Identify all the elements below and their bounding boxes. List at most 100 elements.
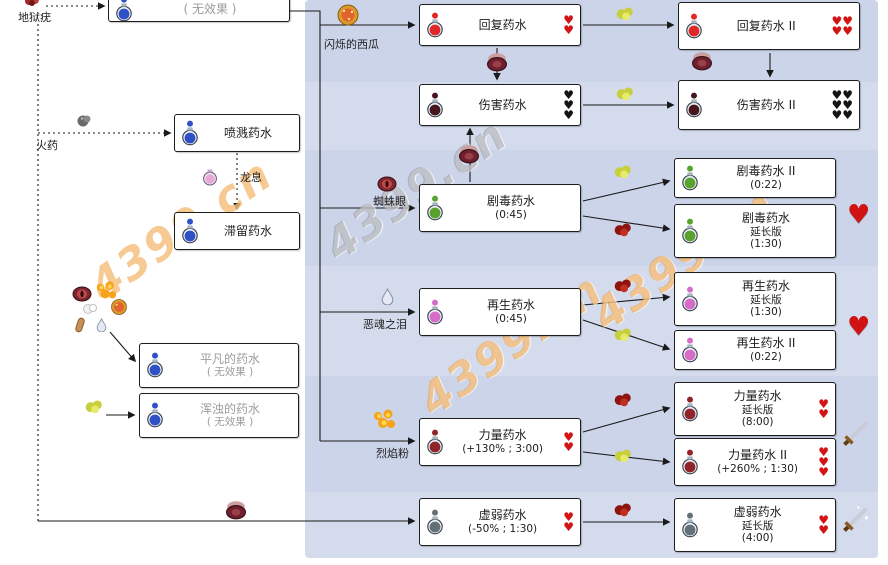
potion-box-strength: 力量药水(+130% ; 3:00) ♥♥ (419, 418, 581, 466)
spider-eye-icon (377, 176, 397, 192)
potion-bottle-icon (682, 449, 698, 474)
nether-wart-icon (25, 0, 39, 6)
redstone-dust-icon (614, 393, 631, 407)
potion-label: 虚弱药水(-50% ; 1:30) (468, 508, 538, 535)
potion-box-strength-2: 力量药水 II(+260% ; 1:30) ♥♥♥ (674, 438, 836, 486)
potion-box-awkward: ( 无效果 ) (108, 0, 290, 22)
potion-bottle-icon (427, 429, 443, 454)
effect-hearts: ♥♥ (818, 513, 829, 537)
glowstone-dust-icon (614, 165, 631, 179)
potion-label: 伤害药水 II (736, 97, 796, 112)
potion-label: 力量药水(+130% ; 3:00) (462, 428, 544, 455)
ingredient-label-dragon-breath: 龙息 (240, 171, 262, 184)
effect-hearts: ♥♥ (563, 430, 574, 454)
potion-bottle-icon (147, 402, 163, 428)
potion-bottle-icon (182, 120, 198, 145)
potion-bottle-icon (682, 286, 698, 311)
health-heart-icon: ♥ (847, 312, 871, 342)
potion-bottle-icon (116, 0, 132, 21)
potion-box-healing: 回复药水 ♥♥ (419, 4, 581, 46)
glistering-melon-icon (111, 299, 127, 315)
potion-box-harming: 伤害药水 ♥♥♥ (419, 84, 581, 126)
effect-hearts: ♥♥♥♥ (831, 14, 853, 38)
potion-bottle-icon (427, 299, 443, 324)
glowstone-dust-icon (614, 328, 631, 342)
potion-box-regeneration-2: 再生药水 II(0:22) (674, 330, 836, 370)
glistering-melon-icon (337, 4, 359, 26)
glowstone-dust-icon (614, 449, 631, 463)
glowstone-dust-icon (616, 7, 633, 21)
potion-bottle-icon (427, 92, 443, 117)
potion-box-healing-2: 回复药水 II ♥♥♥♥ (678, 2, 860, 50)
potion-label: 滞留药水 (223, 223, 272, 238)
potion-box-harming-2: 伤害药水 II ♥♥♥♥♥♥ (678, 80, 860, 130)
effect-hearts: ♥♥♥ (563, 88, 574, 122)
redstone-dust-icon (614, 223, 631, 237)
potion-box-weakness: 虚弱药水(-50% ; 1:30) ♥♥ (419, 498, 581, 546)
health-heart-icon: ♥ (847, 200, 871, 230)
potion-label: 浑浊的药水( 无效果 ) (199, 401, 260, 429)
potion-label: 喷溅药水 (223, 125, 272, 140)
potion-bottle-icon (686, 92, 702, 117)
potion-box-lingering: 滞留药水 (174, 212, 300, 250)
gunpowder-icon (77, 115, 91, 127)
potion-bottle-icon (427, 195, 443, 220)
sugar-icon (83, 304, 97, 314)
potion-label: 再生药水延长版(1:30) (741, 278, 790, 319)
potion-box-regeneration-extended: 再生药水延长版(1:30) (674, 272, 836, 326)
potion-label: 力量药水 II(+260% ; 1:30) (717, 448, 799, 475)
rabbit-foot-icon (75, 317, 85, 333)
potion-label: 力量药水延长版(8:00) (733, 388, 782, 429)
ingredient-label-blaze-powder: 烈焰粉 (376, 447, 409, 460)
potion-bottle-icon (682, 337, 698, 362)
potion-box-poison: 剧毒药水(0:45) (419, 184, 581, 232)
dragon-breath-icon (203, 169, 217, 186)
ingredient-label-ghast-tear: 恶魂之泪 (363, 318, 407, 331)
ingredient-label-glistering-melon: 闪烁的西瓜 (324, 38, 379, 51)
potion-bottle-icon (682, 396, 698, 421)
potion-bottle-icon (682, 218, 698, 243)
potion-bottle-icon (682, 512, 698, 537)
glowstone-dust-icon (85, 400, 102, 414)
potion-label: 再生药水(0:45) (486, 298, 535, 325)
spider-eye-icon (72, 286, 92, 302)
ghast-tear-icon (96, 318, 107, 332)
potion-label: 虚弱药水延长版(4:00) (733, 504, 782, 545)
effect-hearts: ♥♥ (563, 13, 574, 37)
ingredient-label-spider-eye: 蜘蛛眼 (373, 195, 406, 208)
potion-bottle-icon (427, 12, 443, 37)
potion-label: 再生药水 II(0:22) (736, 336, 796, 363)
ingredient-label-gunpowder: 火药 (36, 139, 58, 152)
potion-box-thick: 浑浊的药水( 无效果 ) (139, 393, 299, 438)
potion-bottle-icon (147, 352, 163, 378)
effect-hearts: ♥♥♥ (818, 445, 829, 479)
potion-label: 剧毒药水(0:45) (486, 194, 535, 221)
blaze-powder-icon (96, 281, 117, 299)
potion-bottle-icon (682, 165, 698, 190)
effect-hearts: ♥♥♥♥♥♥ (831, 88, 853, 122)
potion-bottle-icon (182, 218, 198, 243)
glowstone-dust-icon (616, 87, 633, 101)
potion-box-strength-extended: 力量药水延长版(8:00) ♥♥ (674, 382, 836, 436)
redstone-dust-icon (614, 503, 631, 517)
fermented-spider-eye-icon (486, 53, 508, 72)
fermented-spider-eye-icon (691, 52, 713, 71)
potion-bottle-icon (427, 509, 443, 534)
ingredient-label-nether-wart: 地狱疣 (18, 11, 51, 24)
effect-hearts: ♥♥ (818, 397, 829, 421)
potion-label: 回复药水 (478, 17, 527, 32)
potion-box-regeneration: 再生药水(0:45) (419, 288, 581, 336)
redstone-dust-icon (614, 279, 631, 293)
attack-sword-icon (843, 506, 869, 532)
potion-label: ( 无效果 ) (183, 1, 237, 16)
potion-label: 回复药水 II (736, 18, 796, 33)
potion-label: 伤害药水 (478, 97, 527, 112)
effect-hearts: ♥♥ (563, 510, 574, 534)
ghast-tear-icon (381, 288, 394, 305)
fermented-spider-eye-icon (225, 501, 247, 520)
potion-box-poison-extended: 剧毒药水延长版(1:30) (674, 204, 836, 258)
potion-box-poison-2: 剧毒药水 II(0:22) (674, 158, 836, 198)
potion-label: 剧毒药水延长版(1:30) (741, 210, 790, 251)
potion-bottle-icon (686, 13, 702, 38)
